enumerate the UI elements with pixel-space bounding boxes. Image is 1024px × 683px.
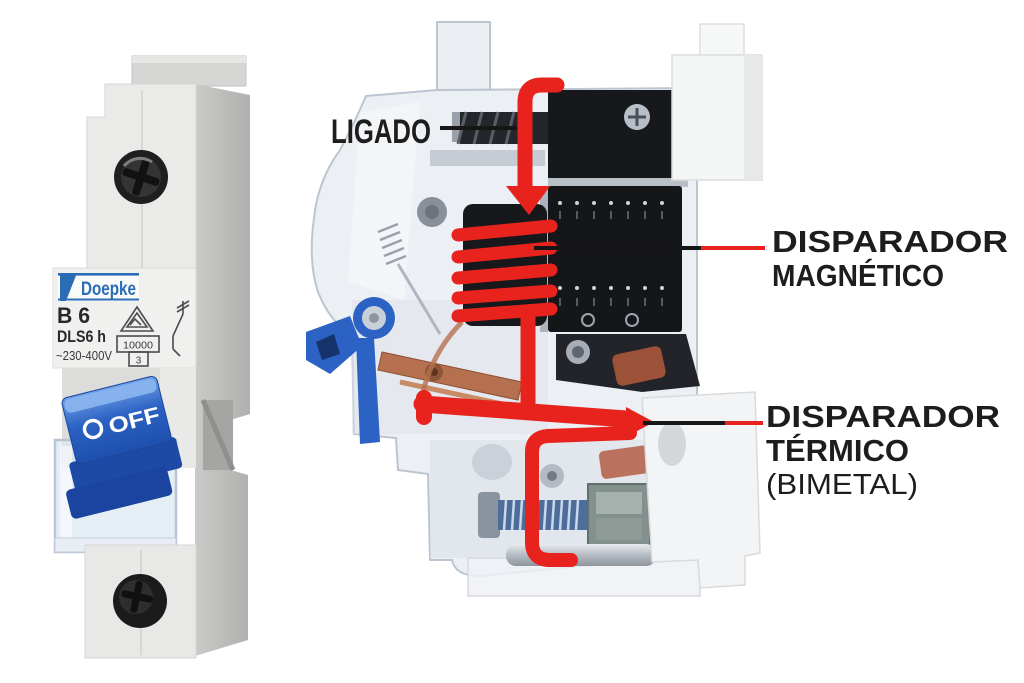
bottom-terminal-screw-icon [113, 574, 167, 628]
current-path-bottom [525, 426, 637, 567]
top-terminal-screw-icon [114, 150, 168, 204]
arc-chute-vents-bottom [558, 286, 664, 290]
housing-top-tab [436, 21, 491, 91]
bimetal-strip-highlight [413, 395, 635, 428]
model-text: DLS6 h [57, 327, 106, 346]
arc-chute-fins-top [559, 211, 663, 219]
arc-chute-fins-bottom [559, 298, 663, 306]
magnetico-label-line2: MAGNÉTICO [772, 258, 944, 293]
termico-label-line2: TÉRMICO [766, 433, 909, 468]
din-clip-top [671, 23, 763, 181]
termico-label-line1: DISPARADOR [766, 399, 1000, 434]
bottom-terminal-assembly [472, 444, 656, 566]
mechanism-plate [556, 334, 700, 479]
breaker-top-cap-highlight [132, 56, 246, 63]
din-clip-bottom[interactable] [641, 391, 761, 589]
current-path-top [517, 77, 565, 198]
arc-chute [540, 186, 682, 332]
pivot-pin-center [425, 205, 439, 219]
din-rail-spring-shade [200, 399, 236, 471]
annotations: LIGADO DISPARADOR MAGNÉTICO DISPARADOR T… [331, 113, 1008, 501]
energy-class-value: 3 [136, 356, 142, 367]
trip-rod [396, 263, 442, 335]
breaker-side-face [195, 84, 250, 656]
toggle-switch[interactable]: OFF [43, 374, 188, 519]
ligado-label: LIGADO [331, 113, 431, 151]
breaker-photo: Doepke B 6 DLS6 h ~230-400V 10000 3 [43, 55, 250, 659]
magnetic-coil [451, 204, 558, 326]
breaking-capacity-value: 10000 [123, 341, 153, 352]
return-spring [377, 222, 407, 266]
approval-triangle-icon [119, 305, 155, 332]
terminal-screw-head-icon [624, 104, 650, 130]
brand-flag-icon [60, 273, 77, 301]
latch-lever [306, 297, 395, 444]
rating-text: B 6 [57, 303, 90, 328]
termico-label-line3: (BIMETAL) [766, 469, 918, 501]
brand-name: Doepke [81, 279, 136, 300]
voltage-text: ~230-400V [56, 349, 113, 363]
housing-sheen [348, 102, 420, 300]
current-path [413, 77, 654, 567]
breaking-capacity-mark: 10000 3 [116, 335, 160, 367]
switch-symbol-icon [172, 300, 190, 357]
current-arrow-down-icon [506, 186, 550, 215]
brand-logo: Doepke [58, 273, 139, 301]
cutaway-diagram [306, 21, 763, 597]
coil-turns [451, 219, 558, 323]
toggle-highlight [64, 378, 157, 413]
off-circle-icon [82, 418, 104, 440]
arc-chute-vents-top [558, 201, 664, 205]
magnetico-label-line1: DISPARADOR [772, 224, 1008, 259]
